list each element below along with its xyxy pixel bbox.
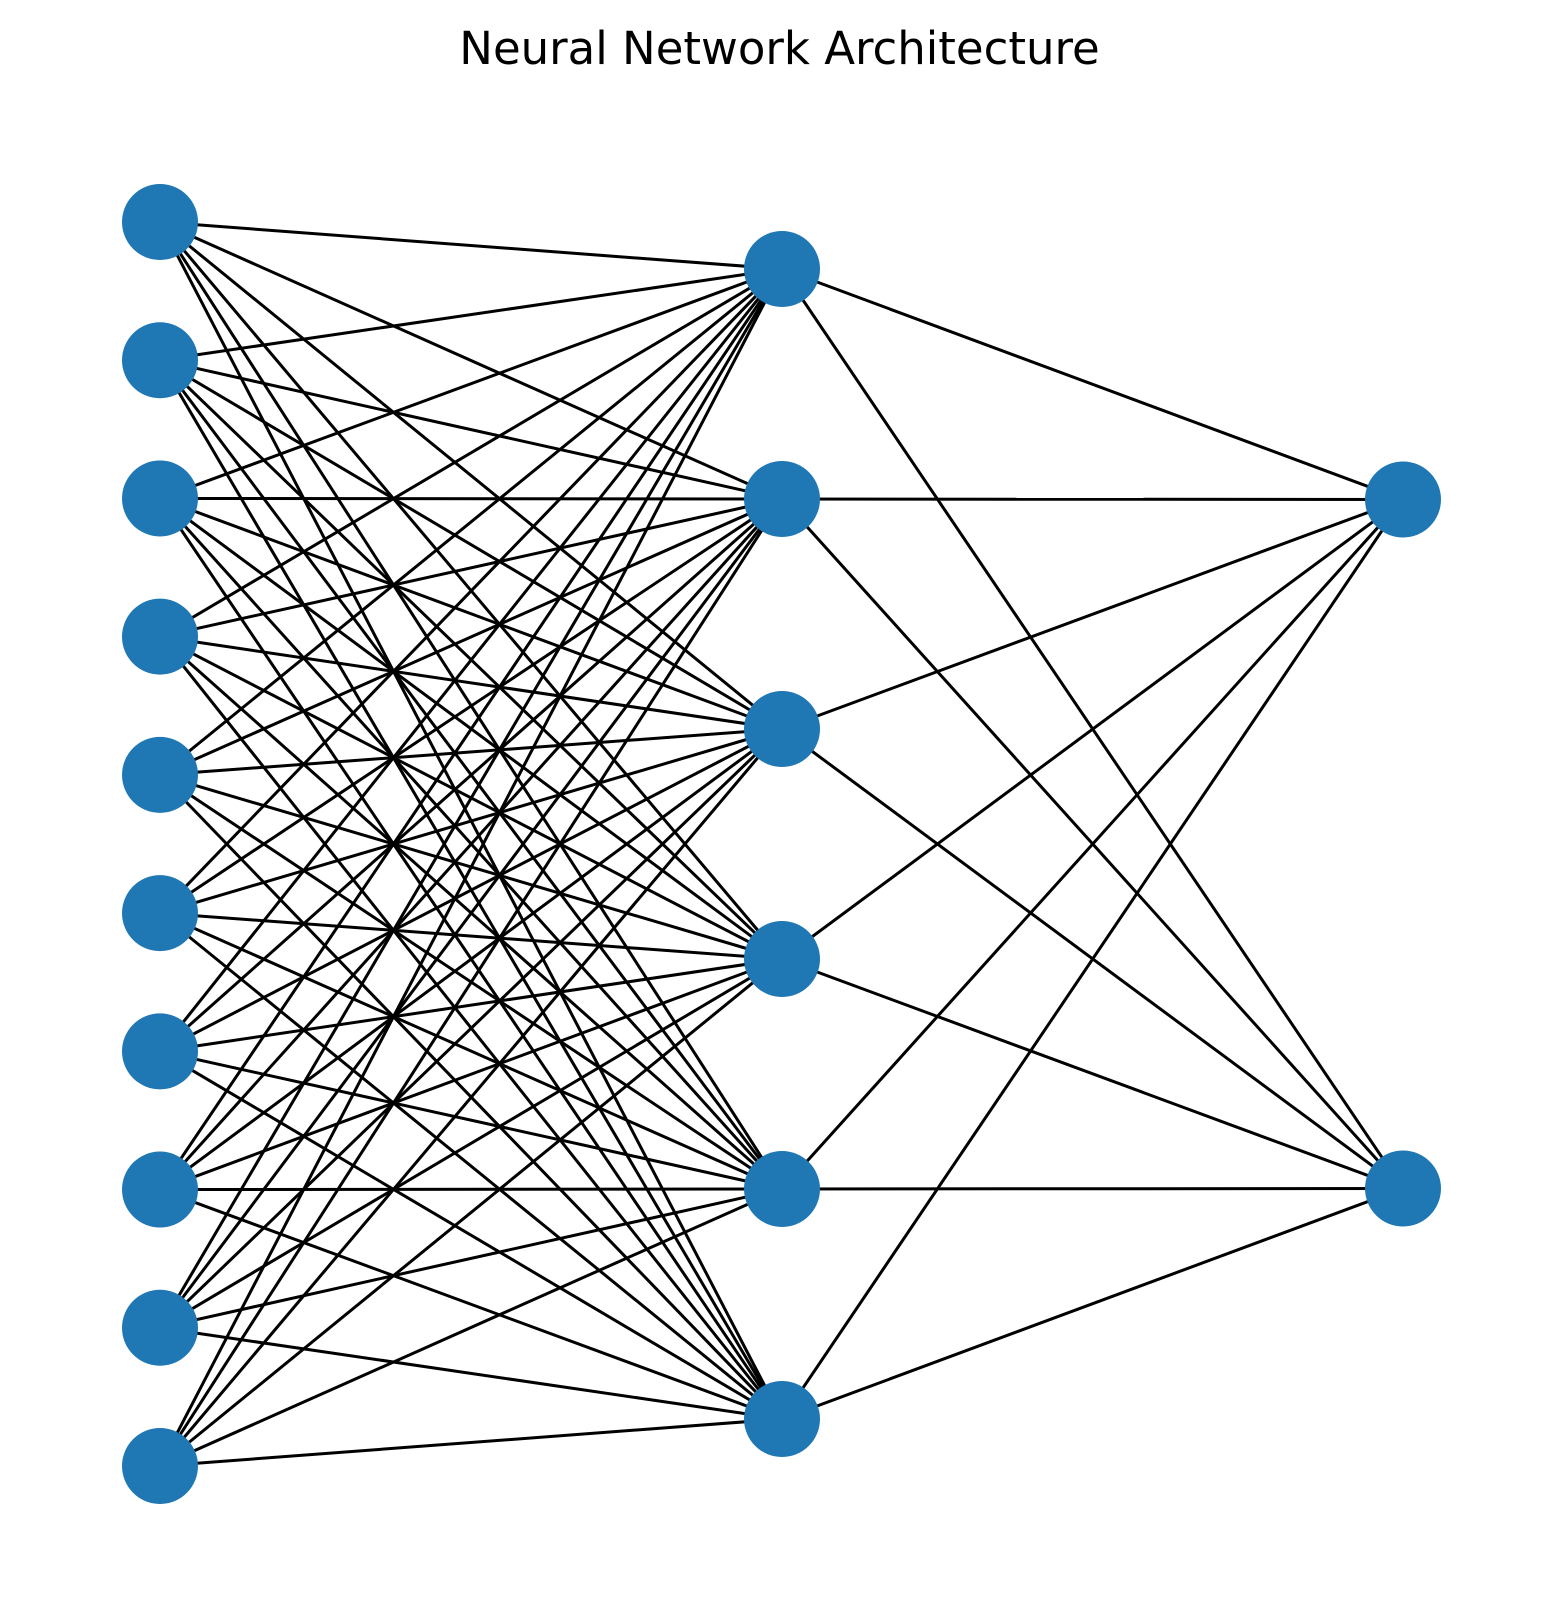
edge-input-9-hidden-3 xyxy=(159,957,783,1468)
edge-input-1-hidden-1 xyxy=(159,358,783,501)
edge-input-9-hidden-1 xyxy=(158,498,784,1467)
edge-hidden-2-output-0 xyxy=(781,498,1404,731)
edge-input-2-hidden-1 xyxy=(159,496,783,501)
edge-input-6-hidden-0 xyxy=(158,268,784,1053)
edge-hidden-3-output-0 xyxy=(781,498,1404,961)
edge-hidden-5-output-0 xyxy=(780,498,1405,1420)
edge-hidden-4-output-0 xyxy=(780,498,1405,1191)
edge-hidden-4-output-1 xyxy=(781,1187,1404,1191)
edge-input-5-hidden-0 xyxy=(158,267,784,915)
edge-input-7-hidden-1 xyxy=(158,497,784,1191)
edge-input-8-hidden-3 xyxy=(159,957,783,1330)
edge-input-9-hidden-0 xyxy=(158,268,784,1467)
edge-input-3-hidden-1 xyxy=(159,497,783,639)
edge-input-7-hidden-5 xyxy=(159,1188,783,1421)
edge-input-9-hidden-2 xyxy=(158,728,784,1467)
hidden-node-0 xyxy=(744,231,820,307)
edge-input-0-hidden-1 xyxy=(159,220,783,501)
edge-input-6-hidden-3 xyxy=(159,957,783,1053)
hidden-node-1 xyxy=(744,461,820,537)
edge-input-3-hidden-2 xyxy=(159,635,783,731)
edge-input-7-hidden-4 xyxy=(159,1187,783,1192)
input-node-9 xyxy=(122,1428,198,1504)
edge-hidden-1-output-0 xyxy=(781,497,1404,501)
edge-input-7-hidden-2 xyxy=(159,727,783,1191)
edge-input-4-hidden-1 xyxy=(159,497,783,777)
input-node-3 xyxy=(122,598,198,675)
edge-input-8-hidden-0 xyxy=(158,268,784,1329)
edge-input-5-hidden-1 xyxy=(159,497,783,915)
edge-input-8-hidden-2 xyxy=(158,727,784,1329)
edge-input-7-hidden-3 xyxy=(159,957,783,1191)
hidden-node-3 xyxy=(744,921,820,997)
edge-input-0-hidden-0 xyxy=(159,220,783,271)
edge-hidden-3-output-1 xyxy=(781,957,1404,1190)
input-node-5 xyxy=(122,875,198,952)
edge-input-8-hidden-1 xyxy=(158,498,784,1329)
hidden-node-4 xyxy=(744,1151,820,1227)
edge-input-1-hidden-0 xyxy=(159,267,783,362)
edge-input-4-hidden-0 xyxy=(159,267,783,777)
input-node-8 xyxy=(122,1289,198,1366)
output-node-1 xyxy=(1365,1150,1441,1227)
edge-hidden-5-output-1 xyxy=(781,1187,1404,1421)
edge-input-1-hidden-2 xyxy=(159,358,783,731)
input-node-2 xyxy=(122,460,198,537)
edge-input-0-hidden-2 xyxy=(159,220,783,731)
edge-input-4-hidden-2 xyxy=(159,727,783,777)
edge-input-5-hidden-2 xyxy=(159,727,783,915)
diagram-title: Neural Network Architecture xyxy=(459,22,1100,75)
edge-group xyxy=(158,220,1405,1468)
edge-input-9-hidden-4 xyxy=(159,1187,783,1468)
edge-input-6-hidden-2 xyxy=(159,727,783,1053)
edge-input-7-hidden-0 xyxy=(158,268,784,1191)
input-node-1 xyxy=(122,322,198,399)
input-node-4 xyxy=(122,736,198,813)
hidden-node-2 xyxy=(744,691,820,767)
edge-input-6-hidden-1 xyxy=(159,497,783,1053)
input-node-0 xyxy=(122,184,198,260)
edge-input-2-hidden-2 xyxy=(159,497,783,731)
hidden-node-5 xyxy=(744,1381,820,1457)
edge-hidden-0-output-0 xyxy=(781,267,1404,501)
edge-input-3-hidden-0 xyxy=(159,267,783,638)
input-node-6 xyxy=(122,1013,198,1090)
edge-input-2-hidden-0 xyxy=(159,267,783,500)
node-group xyxy=(122,184,1441,1504)
edge-input-9-hidden-5 xyxy=(159,1417,783,1468)
output-node-0 xyxy=(1365,461,1441,538)
input-node-7 xyxy=(122,1151,198,1228)
